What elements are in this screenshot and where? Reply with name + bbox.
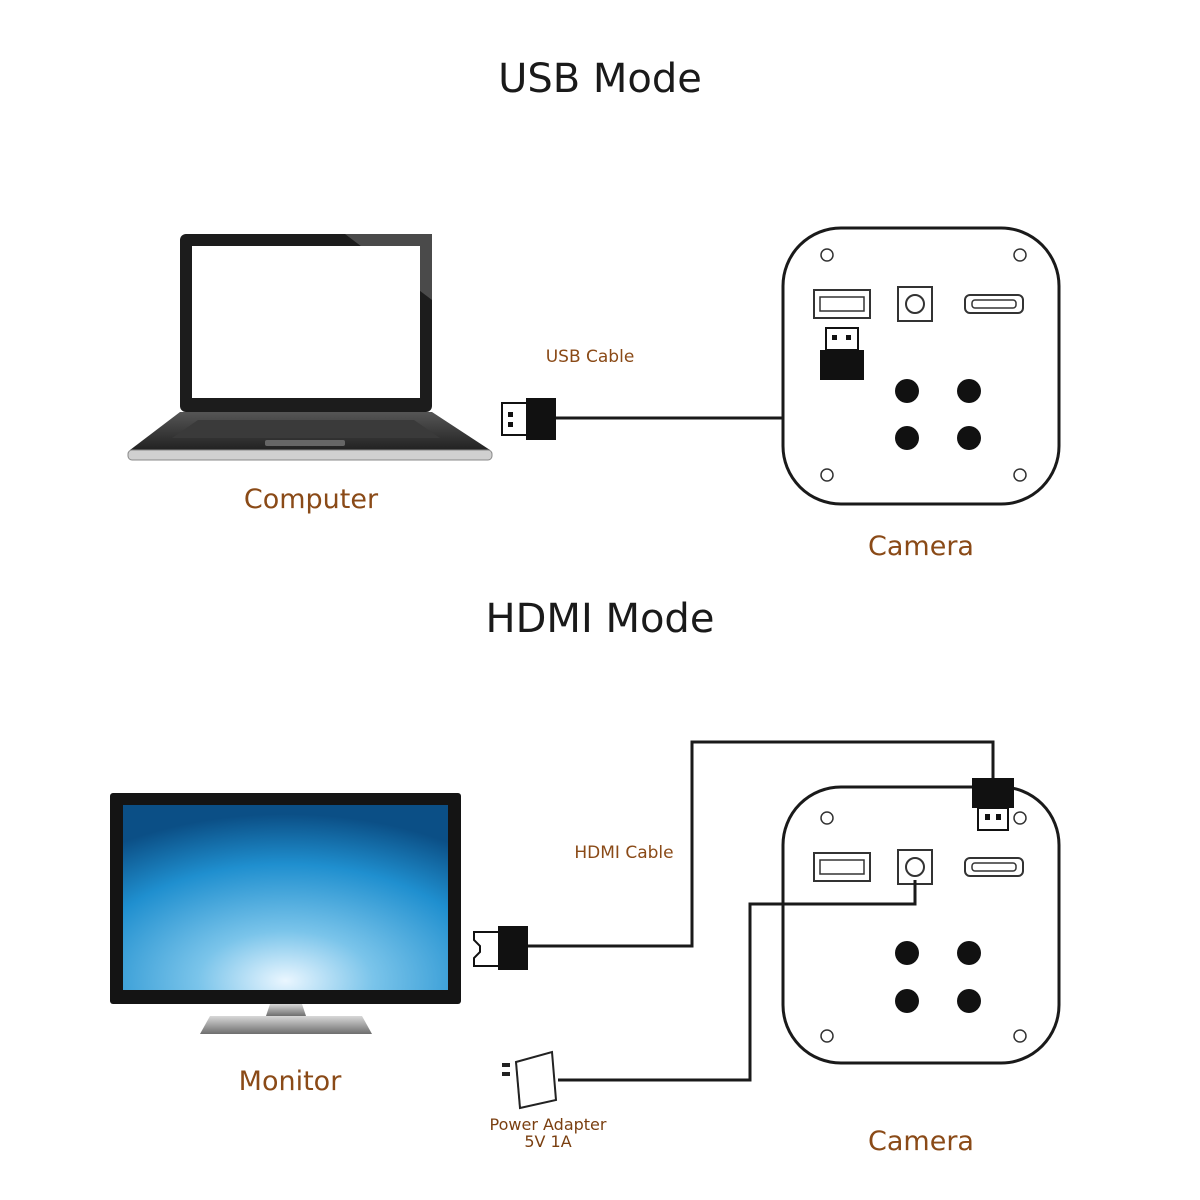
laptop-icon	[127, 234, 493, 461]
monitor-icon	[110, 793, 461, 1034]
hdmi-mode-title: HDMI Mode	[486, 596, 715, 642]
usb-plug-icon	[501, 398, 556, 440]
power-cable-wire	[558, 880, 917, 1082]
camera-back-panel-icon	[781, 785, 1061, 1065]
camera-label-usb: Camera	[868, 531, 974, 562]
hdmi-plug-icon	[972, 778, 1014, 831]
power-adapter-spec: 5V 1A	[524, 1132, 571, 1151]
computer-label: Computer	[244, 484, 379, 515]
camera-back-panel-icon	[781, 226, 1061, 506]
power-adapter-label: Power Adapter	[490, 1115, 607, 1134]
usb-plug-icon	[820, 327, 864, 380]
hdmi-cable-label: HDMI Cable	[574, 843, 673, 863]
usb-cable-label: USB Cable	[546, 347, 635, 367]
camera-label-hdmi: Camera	[868, 1126, 974, 1157]
monitor-label: Monitor	[239, 1066, 343, 1097]
power-adapter-icon	[502, 1050, 558, 1110]
usb-mode-title: USB Mode	[498, 56, 702, 102]
hdmi-cable-wire	[528, 740, 995, 948]
hdmi-plug-icon	[473, 926, 528, 970]
